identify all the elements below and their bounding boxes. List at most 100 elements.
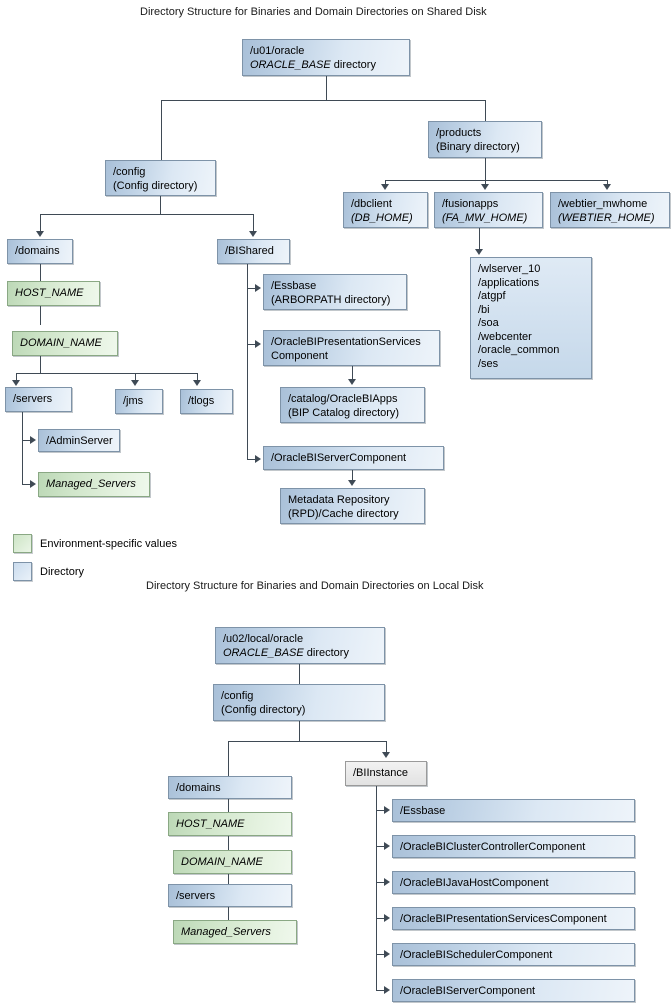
fusionapps-children-list: /wlserver_10 /applications /atgpf /bi /s… <box>478 263 560 370</box>
component-label: /OracleBIClusterControllerComponent <box>400 841 586 853</box>
node-component-cluster-controller: /OracleBIClusterControllerComponent <box>392 835 635 858</box>
domains-local-label: /domains <box>176 782 221 794</box>
connector <box>376 918 385 919</box>
connector <box>376 810 385 811</box>
legend-swatch-environment <box>13 534 32 553</box>
arrow-right-icon <box>30 436 36 444</box>
arrow-right-icon <box>384 842 390 850</box>
domain-name-label: DOMAIN_NAME <box>20 337 102 349</box>
node-component-bi-server: /OracleBIServerComponent <box>392 979 635 1002</box>
node-component-essbase: /Essbase <box>392 799 635 822</box>
node-biinstance: /BIInstance <box>345 761 427 786</box>
domains-label: /domains <box>15 245 60 257</box>
oracle-base-local-var: ORACLE_BASE <box>223 646 304 659</box>
connector <box>385 180 386 184</box>
connector <box>385 180 607 181</box>
obis-label: /OracleBIServerComponent <box>271 452 407 464</box>
connector <box>485 180 486 184</box>
node-servers-local: /servers <box>168 884 292 907</box>
figure1-caption: Directory Structure for Binaries and Dom… <box>140 6 487 18</box>
node-component-presentation-services: /OracleBIPresentationServicesComponent <box>392 907 635 930</box>
node-managed-servers-local: Managed_Servers <box>173 915 302 944</box>
node-tlogs: /tlogs <box>180 389 233 414</box>
connector <box>22 484 31 485</box>
essbase-label: /Essbase (ARBORPATH directory) <box>271 280 391 306</box>
connector <box>352 366 353 381</box>
node-dbclient: /dbclient (DB_HOME) <box>343 192 428 228</box>
connector <box>376 954 385 955</box>
products-label: /products (Binary directory) <box>436 127 520 153</box>
connector <box>485 158 486 180</box>
fusionapps-path: /fusionapps <box>442 198 499 210</box>
node-domains-shared: /domains <box>7 239 73 264</box>
obips-label: /OracleBIPresentationServices Component <box>271 336 421 362</box>
admin-server-label: /AdminServer <box>46 435 113 447</box>
connector <box>299 664 300 684</box>
connector <box>228 836 229 850</box>
bip-catalog-label: /catalog/OracleBIApps (BIP Catalog direc… <box>288 393 400 419</box>
config-label: /config (Config directory) <box>113 166 198 192</box>
node-webtier-mwhome: /webtier_mwhome (WEBTIER_HOME) <box>550 192 670 228</box>
connector <box>228 874 229 884</box>
node-host-name-local: HOST_NAME <box>168 812 292 836</box>
connector <box>40 214 41 231</box>
connector <box>197 373 198 381</box>
arrow-right-icon <box>384 878 390 886</box>
node-obips-shared: /OracleBIPresentationServices Component <box>263 330 440 366</box>
arrow-down-icon <box>249 231 257 237</box>
connector <box>161 100 162 160</box>
host-name-label: HOST_NAME <box>15 287 84 299</box>
connector <box>247 264 248 459</box>
connector <box>247 459 256 460</box>
node-products: /products (Binary directory) <box>428 121 542 158</box>
node-bip-catalog: /catalog/OracleBIApps (BIP Catalog direc… <box>280 387 425 423</box>
node-oracle-base-shared: /u01/oracle ORACLE_BASE directory <box>242 39 410 76</box>
connector <box>607 180 608 184</box>
node-host-name-shared: HOST_NAME <box>7 281 100 306</box>
component-label: /OracleBIServerComponent <box>400 985 536 997</box>
arrow-down-icon <box>193 380 201 386</box>
arrow-right-icon <box>255 340 261 348</box>
node-config-shared: /config (Config directory) <box>105 160 216 196</box>
connector <box>247 344 256 345</box>
bishared-label: /BIShared <box>225 245 274 257</box>
arrow-right-icon <box>384 914 390 922</box>
node-bishared: /BIShared <box>217 239 290 264</box>
arrow-down-icon <box>382 752 390 758</box>
connector <box>22 412 23 484</box>
connector <box>16 373 17 381</box>
arrow-down-icon <box>348 379 356 385</box>
managed-servers-local-label: Managed_Servers <box>181 926 271 938</box>
connector <box>40 214 254 215</box>
node-domains-local: /domains <box>168 776 292 799</box>
arrow-right-icon <box>255 455 261 463</box>
legend-label-environment: Environment-specific values <box>40 538 177 550</box>
legend-swatch-directory <box>13 562 32 581</box>
legend-label-directory: Directory <box>40 566 85 578</box>
arrow-right-icon <box>30 480 36 488</box>
connector <box>386 741 387 753</box>
connector <box>376 990 385 991</box>
component-label: /OracleBISchedulerComponent <box>400 949 553 961</box>
connector <box>479 228 480 250</box>
connector <box>253 214 254 231</box>
fusionapps-var: (FA_MW_HOME) <box>442 211 528 224</box>
oracle-base-suffix: directory <box>330 58 376 71</box>
jms-label: /jms <box>123 395 144 407</box>
connector <box>40 306 41 325</box>
connector <box>16 373 198 374</box>
arrow-right-icon <box>255 284 261 292</box>
node-domain-name-local: DOMAIN_NAME <box>173 845 297 874</box>
connector <box>352 470 353 481</box>
arrow-down-icon <box>348 480 356 486</box>
arrow-right-icon <box>384 806 390 814</box>
arrow-down-icon <box>381 184 389 190</box>
connector <box>40 356 41 373</box>
arrow-down-icon <box>475 249 483 255</box>
node-component-scheduler: /OracleBISchedulerComponent <box>392 943 635 966</box>
node-servers-shared: /servers <box>5 387 72 412</box>
node-fusionapps-children: /wlserver_10 /applications /atgpf /bi /s… <box>470 257 592 379</box>
node-fusionapps: /fusionapps (FA_MW_HOME) <box>434 192 543 228</box>
node-obis-shared: /OracleBIServerComponent <box>263 446 444 470</box>
biinstance-label: /BIInstance <box>353 767 409 779</box>
